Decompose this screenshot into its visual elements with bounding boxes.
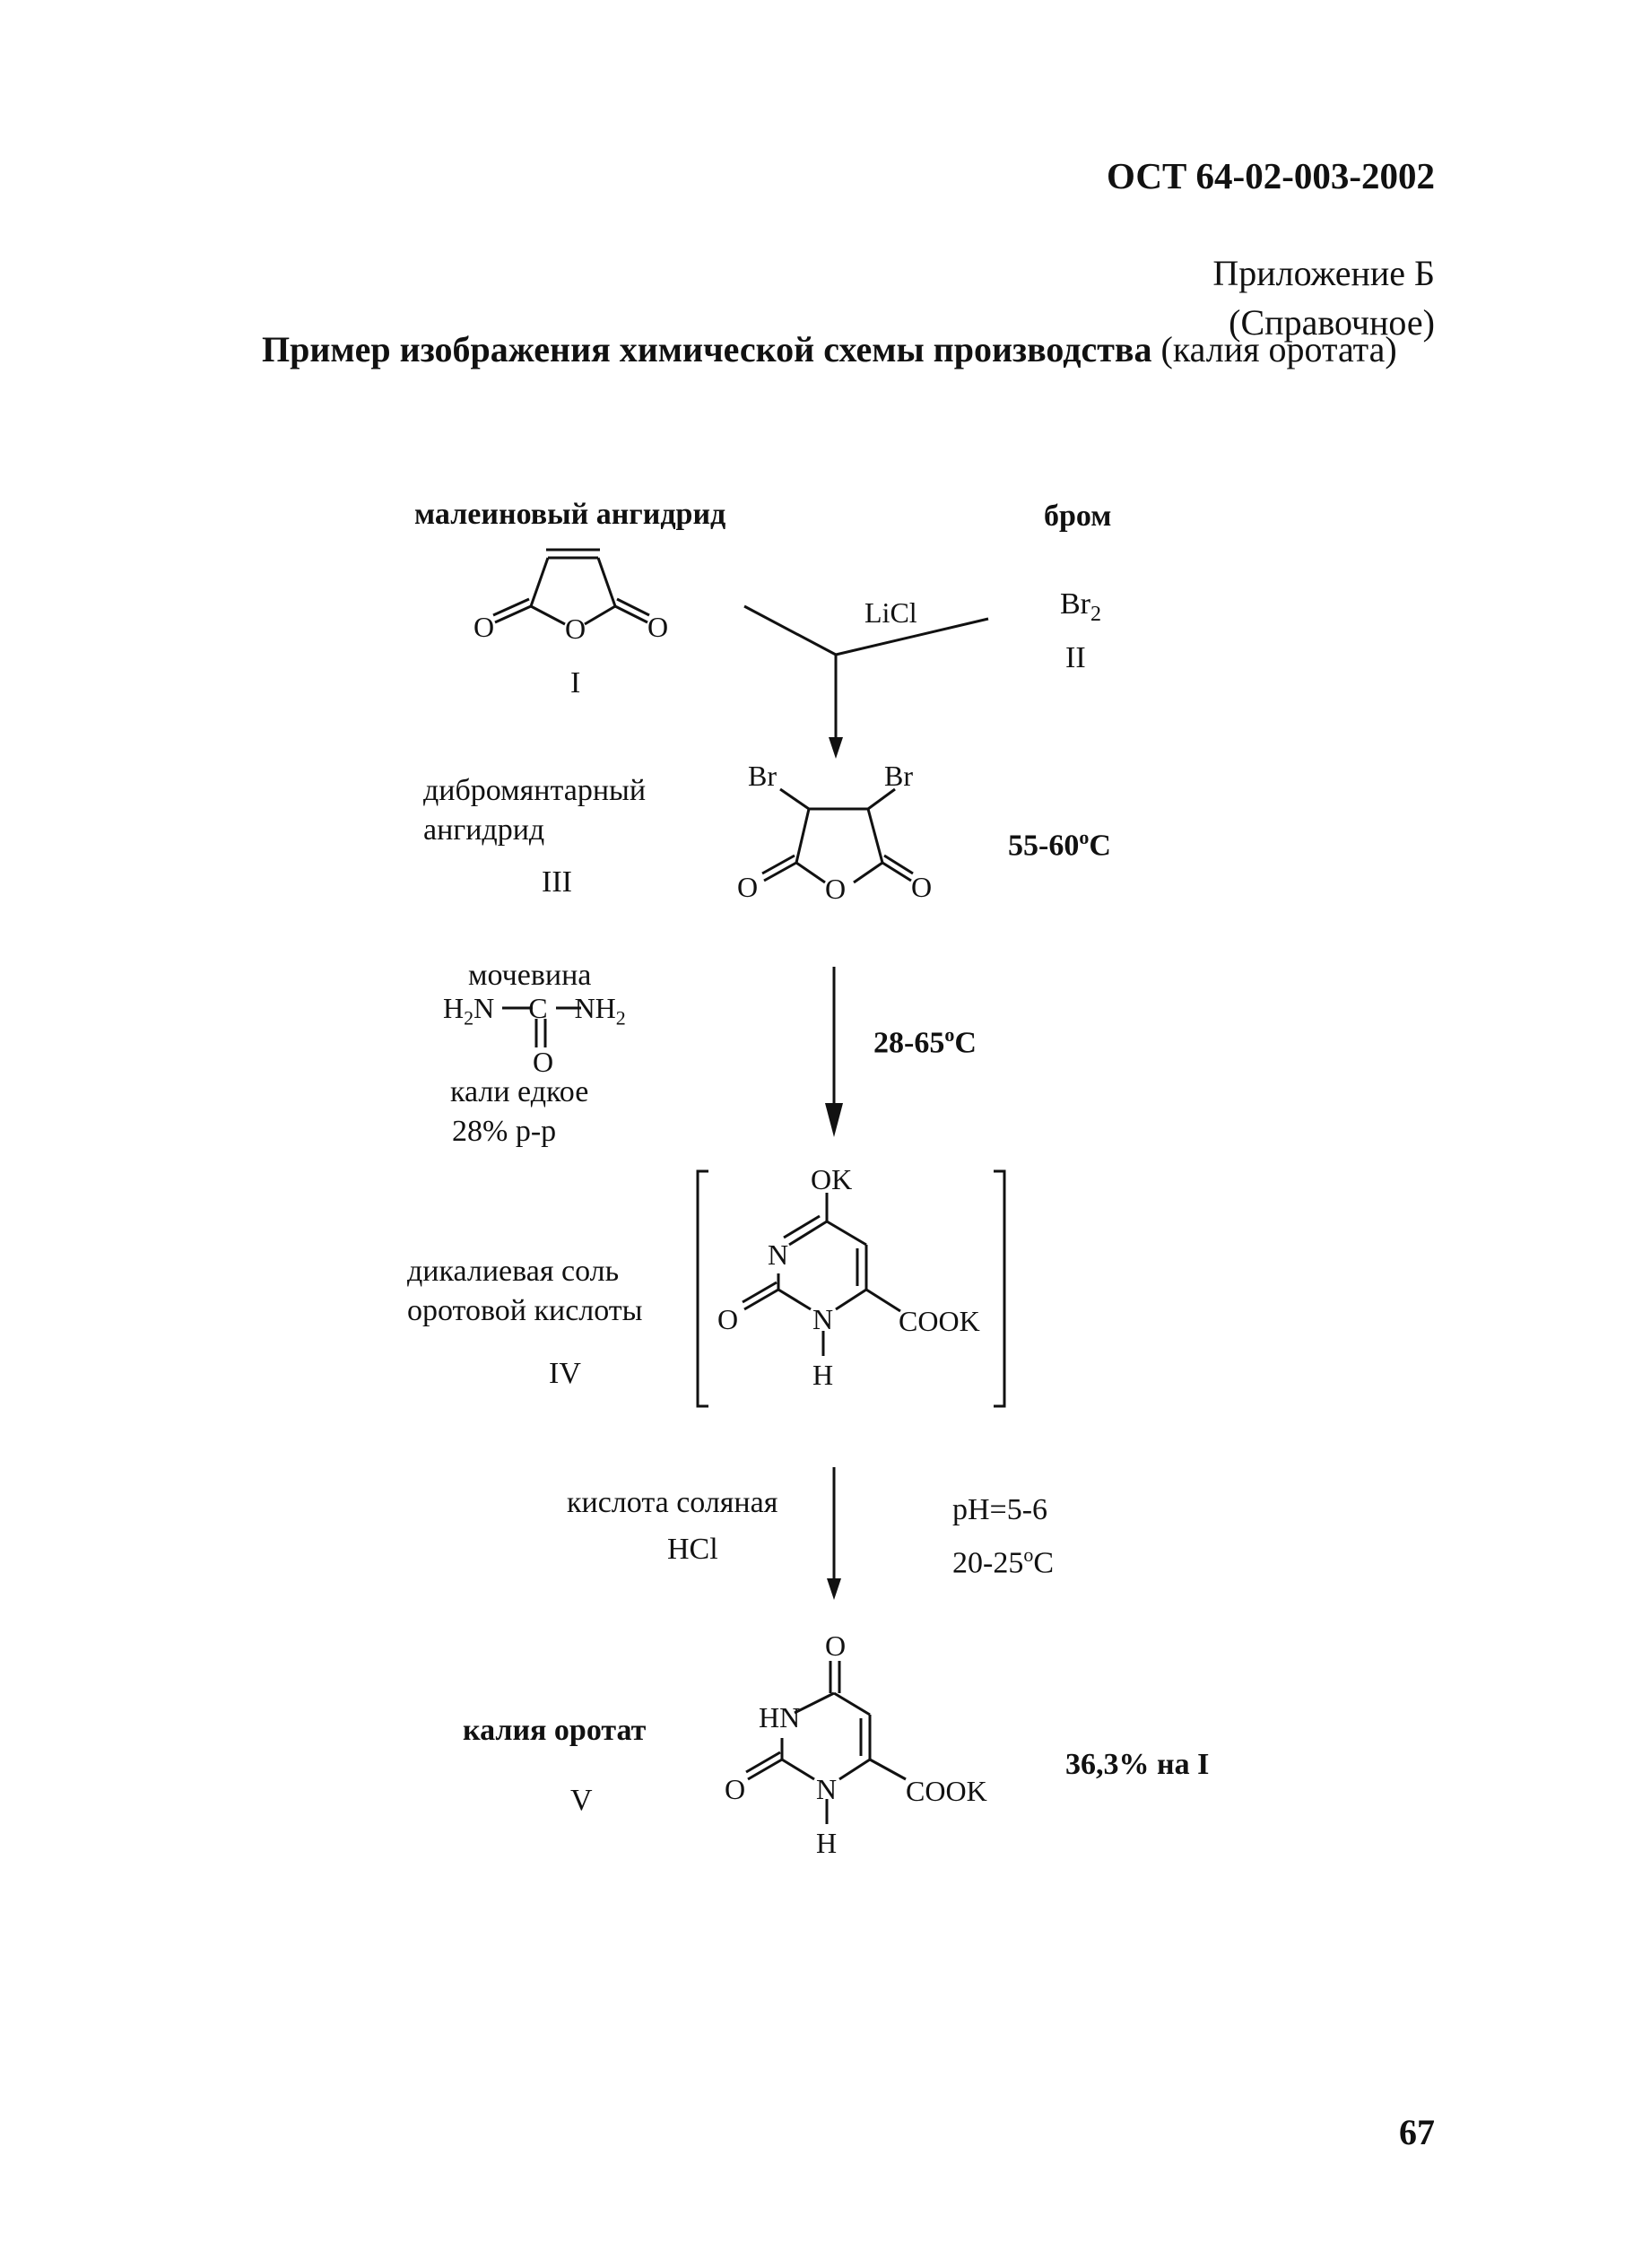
urea-bonds (502, 1006, 581, 1047)
appendix-type: (Справочное) (1229, 302, 1435, 343)
reagent-2-formula: Br2 (1060, 587, 1101, 626)
atom-o-ring: O (565, 613, 586, 645)
document-code: ОСТ 64-02-003-2002 (1106, 155, 1435, 196)
step-2-base-line2: 28% р-р (452, 1115, 557, 1148)
atom-o-right-3: O (911, 871, 932, 903)
product-4-number: IV (549, 1357, 581, 1390)
step-3-reagent-formula: HCl (667, 1533, 718, 1566)
potassium-orotate-structure (745, 1661, 907, 1824)
product-3-name: дибромянтарный ангидрид (423, 771, 646, 850)
catalyst-label: LiCl (864, 596, 917, 629)
arrowhead-step-2 (825, 1103, 843, 1137)
product-3-name-line2: ангидрид (423, 813, 545, 847)
atom-hn-v: HN (759, 1701, 800, 1734)
left-bracket (696, 1169, 708, 1408)
reagent-2-name: бром (1044, 500, 1112, 533)
atom-cook-iv: COOK (899, 1305, 980, 1337)
step-3-reagent-name: кислота соляная (567, 1486, 778, 1519)
step-3-ph: pH=5-6 (952, 1493, 1048, 1526)
atom-cook-v: COOK (906, 1775, 987, 1807)
atom-n-1: N (812, 1303, 833, 1335)
product-4-name-line1: дикалиевая соль (407, 1255, 620, 1288)
step-2-base: кали едкое 28% р-р (450, 1073, 588, 1151)
product-3-number: III (542, 865, 572, 899)
urea-oxygen: O (533, 1046, 554, 1078)
atom-h-iv: H (812, 1359, 833, 1391)
step-2-base-line1: кали едкое (450, 1075, 589, 1108)
step-3-temperature: 20-25oC (952, 1543, 1055, 1580)
product-4-name-line2: оротовой кислоты (407, 1294, 643, 1327)
page-number: 67 (1399, 2112, 1435, 2152)
atom-o-v: O (725, 1773, 745, 1805)
atom-o-left: O (473, 611, 494, 643)
atom-o-right: O (647, 611, 668, 643)
product-5-number: V (570, 1784, 593, 1817)
atom-n-v: N (816, 1773, 837, 1805)
reagent-1-name: малеиновый ангидрид (414, 498, 726, 531)
atom-n-3: N (768, 1238, 788, 1271)
title-normal: (калия оротата) (1151, 329, 1397, 369)
page-title: Пример изображения химической схемы прои… (262, 328, 1397, 370)
reagent-2-number: II (1065, 641, 1086, 674)
product-3-name-line1: дибромянтарный (423, 774, 647, 807)
right-bracket (994, 1169, 1006, 1408)
dipotassium-orotate-structure (742, 1193, 901, 1356)
atom-o-ring-3: O (825, 873, 846, 905)
title-bold: Пример изображения химической схемы прои… (262, 329, 1152, 369)
maleic-anhydride-structure (492, 548, 650, 626)
atom-ok: OK (811, 1163, 852, 1195)
yield: 36,3% на I (1065, 1748, 1210, 1781)
atom-h-v: H (816, 1827, 837, 1859)
product-5-name: калия оротат (463, 1714, 647, 1747)
step-1-temperature: 55-60oC (1008, 826, 1111, 863)
arrowhead-step-1 (829, 737, 843, 759)
atom-o-iv: O (717, 1303, 738, 1335)
merge-arrow-step-1 (743, 604, 989, 743)
atom-o-left-3: O (737, 871, 758, 903)
step-2-temperature: 28-65oC (873, 1023, 977, 1060)
atom-br-right: Br (884, 760, 913, 792)
step-2-reagent-name: мочевина (468, 959, 592, 992)
arrowhead-step-3 (827, 1578, 841, 1600)
dibromosuccinic-anhydride-structure (761, 787, 914, 884)
atom-br-left: Br (748, 760, 777, 792)
appendix-label: Приложение Б (1212, 253, 1435, 293)
atom-o-top-v: O (825, 1629, 846, 1662)
product-4-name: дикалиевая соль оротовой кислоты (407, 1252, 643, 1331)
reagent-1-number: I (570, 666, 581, 700)
appendix-block: Приложение Б (Справочное) (1212, 248, 1435, 347)
